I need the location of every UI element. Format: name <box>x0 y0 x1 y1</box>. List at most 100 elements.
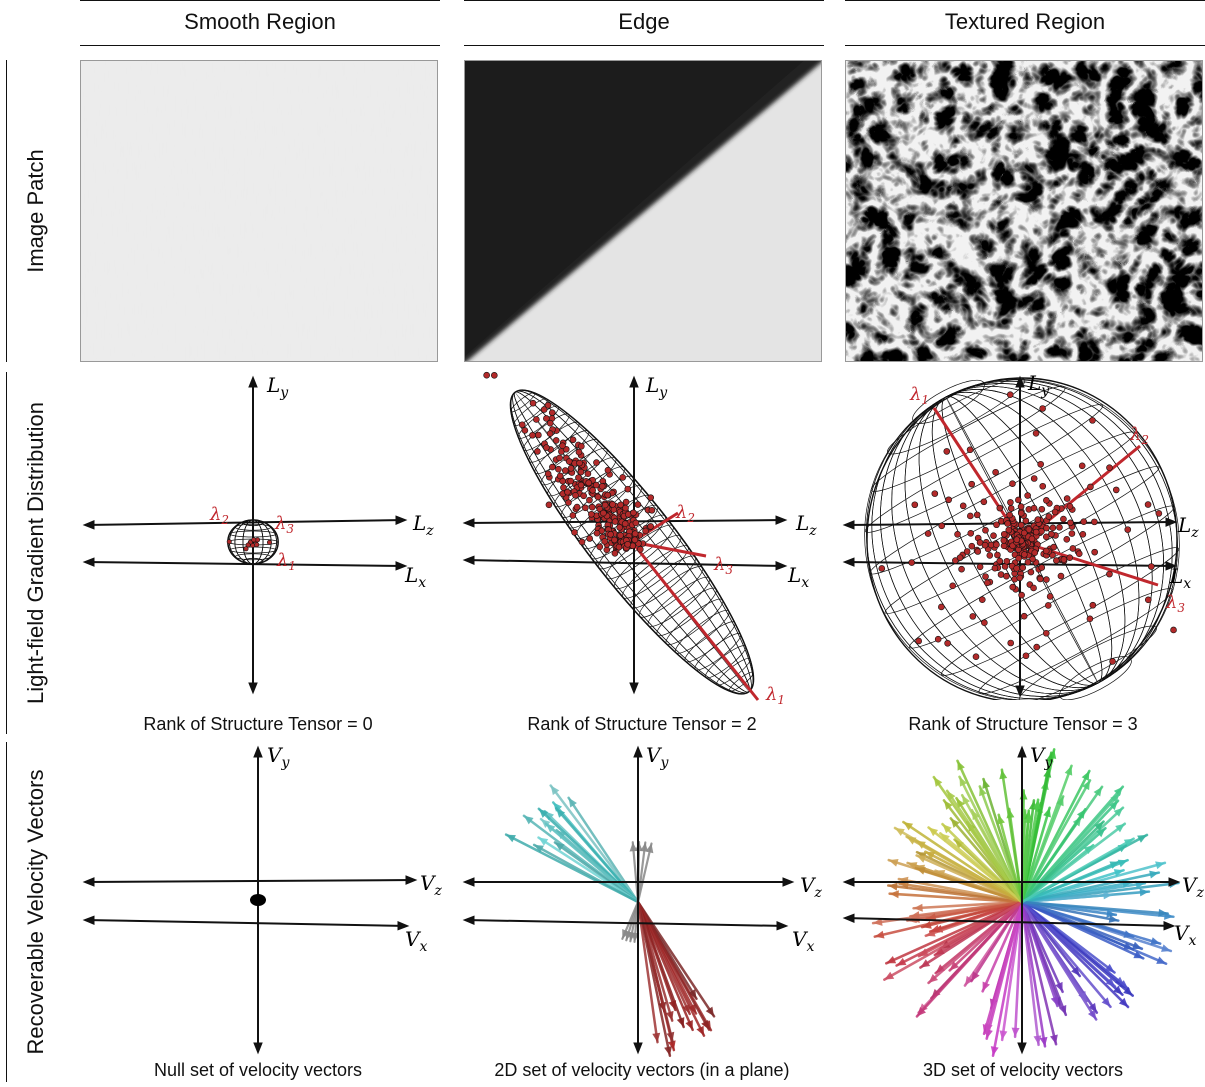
gradient-point <box>624 485 632 493</box>
vector-head <box>665 1010 674 1021</box>
vector-head <box>667 1040 676 1051</box>
gradient-point <box>556 472 564 480</box>
gradient-point <box>1007 505 1015 512</box>
gradient-point <box>992 468 999 476</box>
velocity-vector <box>1020 822 1127 904</box>
vector-head <box>705 1006 715 1017</box>
header-rule <box>80 0 440 1</box>
gradient-point <box>549 463 556 471</box>
velocity-vector <box>939 832 1024 904</box>
vector-head <box>1117 859 1128 868</box>
vector-head <box>962 795 971 806</box>
vector-head <box>664 1046 672 1056</box>
gradient-point <box>1005 526 1013 534</box>
vector-head <box>982 779 991 789</box>
header-rule <box>464 45 824 46</box>
gradient-point <box>1013 564 1020 572</box>
gradient-point <box>1066 554 1074 561</box>
gradient-point <box>1024 492 1031 499</box>
vx-axis <box>842 913 1176 931</box>
gradient-point <box>1031 549 1039 557</box>
gradient-point <box>576 459 583 467</box>
velocity-vector <box>902 820 1024 904</box>
lambda3-label: λ3 <box>713 554 733 577</box>
vector-head <box>553 802 563 812</box>
gradient-point <box>1048 530 1055 538</box>
gradient-point <box>1045 513 1053 520</box>
gradient-point <box>1079 531 1087 538</box>
gradient-point <box>1039 405 1046 412</box>
vector-head <box>1083 845 1094 854</box>
vector-head <box>506 834 516 843</box>
gradient-point <box>593 529 601 537</box>
gradient-point <box>575 474 582 481</box>
ly-label: Ly <box>266 373 289 401</box>
lz-label: Lz <box>412 511 434 539</box>
gradient-point <box>1009 583 1016 591</box>
gradient-point <box>959 502 967 510</box>
vector-head <box>538 837 549 846</box>
gradient-point <box>634 501 642 508</box>
gradient-point <box>991 564 999 572</box>
gradient-point <box>483 371 490 379</box>
gradient-point <box>1053 557 1060 564</box>
vector-head <box>1101 997 1111 1007</box>
gradient-point <box>1043 576 1050 583</box>
vector-head <box>874 930 885 939</box>
edge-image-patch <box>464 60 822 362</box>
gradient-point <box>981 541 989 549</box>
gradient-point <box>1006 391 1014 398</box>
gradient-point <box>1039 482 1047 490</box>
vector-head <box>1137 834 1147 843</box>
gradient-point <box>1032 430 1040 437</box>
vector-head <box>701 1019 710 1030</box>
row-rule <box>6 742 7 1082</box>
vector-head <box>1011 1027 1020 1037</box>
velocity-vector <box>924 850 1024 904</box>
vector-head <box>538 808 549 818</box>
gradient-point <box>533 416 540 423</box>
lambda1-label: λ1 <box>765 684 785 707</box>
gradient-point <box>1015 496 1022 504</box>
gradient-point <box>1106 464 1113 471</box>
gradient-point <box>1089 417 1096 424</box>
wire-line <box>864 404 1103 533</box>
gradient-point <box>611 550 619 557</box>
vector-head <box>925 851 936 860</box>
gradient-point <box>945 496 952 504</box>
edge-rank-caption: Rank of Structure Tensor = 2 <box>527 714 757 734</box>
gradient-point <box>915 637 922 645</box>
gradient-point <box>1032 528 1040 536</box>
gradient-point <box>1091 548 1098 556</box>
gradient-point <box>577 468 585 476</box>
gradient-point <box>622 504 629 512</box>
vector-head <box>1093 786 1103 797</box>
gradient-point <box>1003 572 1010 580</box>
gradient-point <box>1050 543 1058 551</box>
gradient-point <box>624 541 631 548</box>
gradient-point <box>571 529 578 536</box>
gradient-point <box>548 409 556 416</box>
gradient-point <box>601 538 608 545</box>
gradient-point <box>1043 497 1050 504</box>
row-title: Image Patch <box>23 149 48 273</box>
velocity-vector <box>888 892 1024 904</box>
tiny-ellipsoid <box>226 519 279 565</box>
gradient-point <box>598 482 606 490</box>
gradient-point <box>589 486 596 494</box>
gradient-point <box>1091 518 1098 526</box>
gradient-point <box>603 546 611 554</box>
textured-velocity-plot: Vy Vz Vx <box>842 743 1204 1057</box>
vector-head <box>568 797 577 808</box>
vector-head <box>1055 981 1063 992</box>
edge-velocity-plot: Vy Vz Vx <box>462 743 822 1058</box>
velocity-vector <box>886 884 1024 904</box>
gradient-point <box>642 527 649 535</box>
textured-rank-caption: Rank of Structure Tensor = 3 <box>908 714 1138 734</box>
vx-label: Vx <box>1174 921 1196 949</box>
gradient-point <box>540 406 548 413</box>
vector-head <box>1115 823 1125 833</box>
vector-head <box>1078 991 1087 1001</box>
gradient-point <box>619 474 626 481</box>
vector-head <box>942 824 952 834</box>
